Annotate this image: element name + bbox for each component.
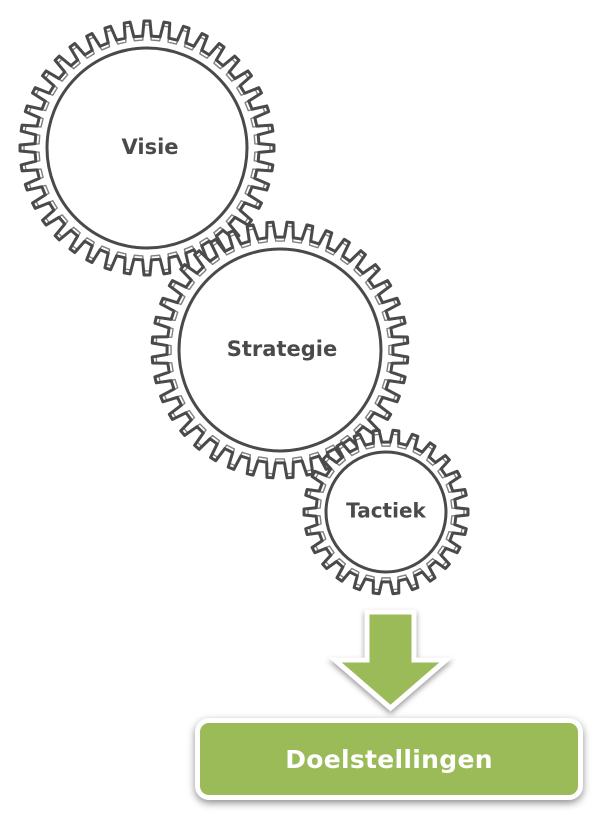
- outcome-label: Doelstellingen: [285, 744, 493, 774]
- down-arrow-icon: [328, 609, 453, 712]
- gear-tactiek: Tactiek: [302, 428, 470, 596]
- gear-visie-label: Visie: [121, 135, 178, 159]
- gear-tactiek-hub: [324, 450, 448, 574]
- gear-tactiek-teeth-inner: [307, 433, 465, 591]
- gear-tactiek-label: Tactiek: [346, 499, 426, 523]
- outcome-box: Doelstellingen: [195, 718, 583, 800]
- gear-strategie-hub: [177, 247, 383, 453]
- gear-strategie: Strategie: [150, 220, 410, 480]
- gear-visie: Visie: [18, 19, 276, 277]
- gear-strategie-label: Strategie: [227, 337, 337, 361]
- gear-strategie-teeth-inner: [155, 225, 405, 475]
- gear-visie-hub: [45, 46, 249, 250]
